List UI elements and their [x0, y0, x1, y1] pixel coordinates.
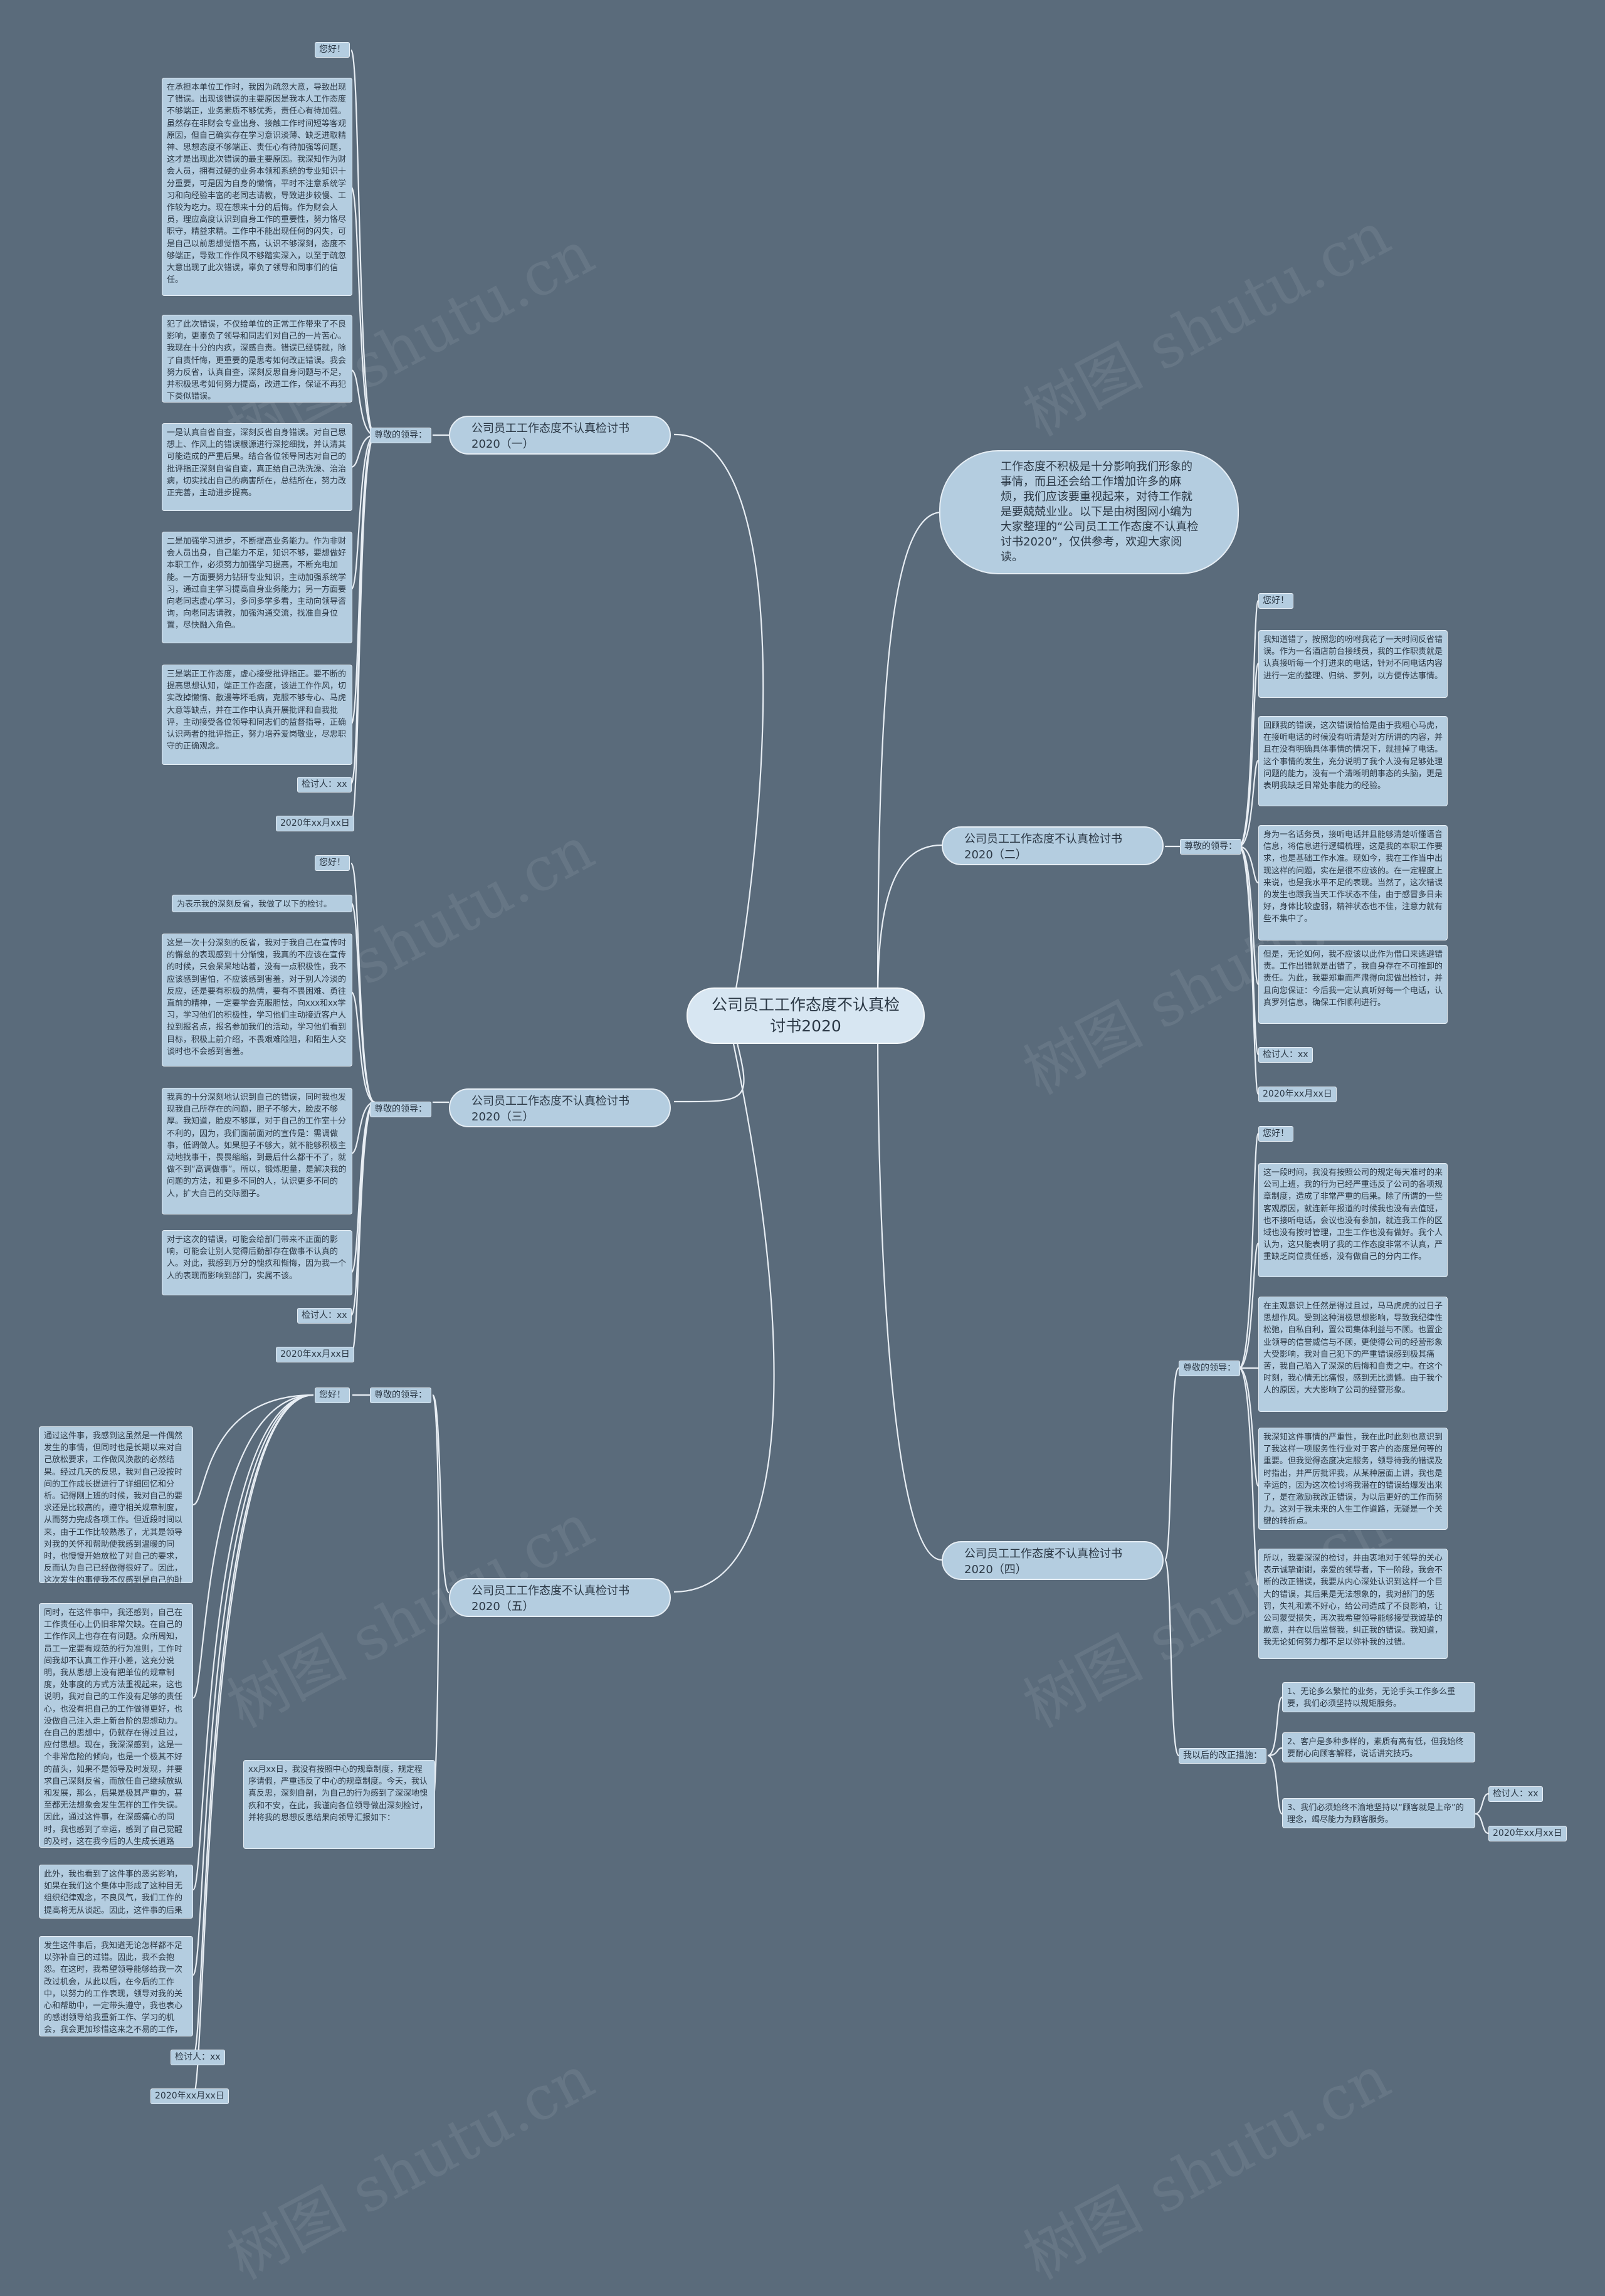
- signature-label[interactable]: 检讨人：xx: [171, 2050, 225, 2065]
- hello-label[interactable]: 您好！: [315, 1388, 350, 1403]
- date-label[interactable]: 2020年xx月xx日: [1488, 1826, 1567, 1841]
- signature-label[interactable]: 检讨人：xx: [297, 1308, 352, 1324]
- date-label[interactable]: 2020年xx月xx日: [150, 2088, 229, 2104]
- paragraph[interactable]: 发生这件事后，我知道无论怎样都不足以弥补自己的过错。因此，我不会抱怨。在这时，我…: [39, 1936, 193, 2036]
- hello-label[interactable]: 您好！: [1258, 593, 1293, 609]
- paragraph[interactable]: xx月xx日，我没有按照中心的规章制度，规定程序请假，严重违反了中心的规章制度。…: [243, 1760, 435, 1849]
- date-label[interactable]: 2020年xx月xx日: [276, 816, 354, 831]
- date-label[interactable]: 2020年xx月xx日: [276, 1347, 354, 1362]
- paragraph[interactable]: 三是端正工作态度，虚心接受批评指正。要不断的提高思想认知，端正工作态度，该进工作…: [162, 665, 352, 765]
- hello-label[interactable]: 您好！: [315, 42, 350, 58]
- paragraph[interactable]: 我深知这件事情的严重性，我在此时此刻也意识到了我这样一项服务性行业对于客户的态度…: [1258, 1428, 1448, 1530]
- greeting-label[interactable]: 尊敬的领导：: [370, 428, 431, 443]
- paragraph[interactable]: 这是一次十分深刻的反省，我对于我自己在宣传时的懈怠的表现感到十分惭愧，我真的不应…: [162, 934, 352, 1066]
- paragraph[interactable]: 在主观意识上任然是得过且过，马马虎虎的过日子思想作风。受到这种消极思想影响，导致…: [1258, 1297, 1448, 1412]
- paragraph[interactable]: 在承担本单位工作时，我因为疏忽大意，导致出现了错误。出现该错误的主要原因是我本人…: [162, 78, 352, 296]
- paragraph[interactable]: 一是认真自省自查，深刻反省自身错误。对自己思想上、作风上的错误根源进行深挖细找，…: [162, 423, 352, 511]
- paragraph[interactable]: 我真的十分深刻地认识到自己的错误，同时我也发现我自己所存在的问题，胆子不够大，脸…: [162, 1088, 352, 1214]
- paragraph[interactable]: 通过这件事，我感到这虽然是一件偶然发生的事情，但同时也是长期以来对自己放松要求，…: [39, 1426, 193, 1583]
- paragraph[interactable]: 这一段时间，我没有按照公司的规定每天准时的来公司上班，我的行为已经严重违反了公司…: [1258, 1163, 1448, 1277]
- greeting-label[interactable]: 尊敬的领导：: [370, 1102, 431, 1117]
- root-topic[interactable]: 公司员工工作态度不认真检讨书2020: [687, 987, 925, 1044]
- measures-label[interactable]: 我以后的改正措施：: [1179, 1748, 1266, 1764]
- paragraph[interactable]: 身为一名话务员，接听电话并且能够清楚听懂语音信息，将信息进行逻辑梳理，这是我的本…: [1258, 825, 1448, 940]
- intro-node[interactable]: 工作态度不积极是十分影响我们形象的事情，而且还会给工作增加许多的麻烦，我们应该要…: [939, 450, 1239, 574]
- measure-item[interactable]: 1、无论多么繁忙的业务，无论手头工作多么重要，我们必须坚持以规矩服务。: [1282, 1682, 1475, 1712]
- signature-label[interactable]: 检讨人：xx: [1258, 1047, 1313, 1063]
- paragraph[interactable]: 对于这次的错误，可能会给部门带来不正面的影响，可能会让别人觉得后勤部存在做事不认…: [162, 1230, 352, 1295]
- greeting-label[interactable]: 尊敬的领导：: [1179, 1361, 1240, 1376]
- topic-2[interactable]: 公司员工工作态度不认真检讨书2020（二）: [942, 826, 1164, 865]
- hello-label[interactable]: 您好！: [315, 855, 350, 871]
- paragraph[interactable]: 同时，在这件事中，我还感到，自己在工作责任心上仍旧非常欠缺。在自己的工作作风上也…: [39, 1603, 193, 1848]
- greeting-label[interactable]: 尊敬的领导：: [370, 1388, 431, 1403]
- paragraph[interactable]: 所以，我要深深的检讨，并由衷地对于领导的关心表示诚挚谢谢，亲爱的领导者，下一阶段…: [1258, 1549, 1448, 1659]
- connector-lines: [192, 49, 1489, 2097]
- paragraph[interactable]: 我知道错了，按照您的吩咐我花了一天时间反省错误。作为一名酒店前台接线员，我的工作…: [1258, 630, 1448, 698]
- measure-item[interactable]: 3、我们必须始终不渝地坚持以“顾客就是上帝”的理念，竭尽能力为顾客服务。: [1282, 1798, 1475, 1828]
- date-label[interactable]: 2020年xx月xx日: [1258, 1087, 1337, 1102]
- topic-3[interactable]: 公司员工工作态度不认真检讨书2020（三）: [449, 1088, 671, 1127]
- topic-4[interactable]: 公司员工工作态度不认真检讨书2020（四）: [942, 1541, 1164, 1580]
- paragraph[interactable]: 二是加强学习进步，不断提高业务能力。作为非财会人员出身，自己能力不足，知识不够，…: [162, 532, 352, 643]
- measure-item[interactable]: 2、客户是多种多样的，素质有高有低，但我始终要耐心向顾客解释，说话讲究技巧。: [1282, 1732, 1475, 1762]
- paragraph[interactable]: 但是，无论如何，我不应该以此作为借口来逃避错责。工作出错就是出错了，我自身存在不…: [1258, 945, 1448, 1024]
- paragraph[interactable]: 犯了此次错误，不仅给单位的正常工作带来了不良影响，更辜负了领导和同志们对自己的一…: [162, 315, 352, 403]
- hello-label[interactable]: 您好！: [1258, 1126, 1293, 1142]
- topic-5[interactable]: 公司员工工作态度不认真检讨书2020（五）: [449, 1578, 671, 1617]
- greeting-label[interactable]: 尊敬的领导：: [1180, 839, 1241, 855]
- paragraph[interactable]: 此外，我也看到了这件事的恶劣影响，如果在我们这个集体中形成了这种目无组织纪律观念…: [39, 1865, 193, 1919]
- paragraph[interactable]: 回顾我的错误，这次错误恰恰是由于我粗心马虎，在接听电话的时候没有听清楚对方所讲的…: [1258, 716, 1448, 806]
- topic-1[interactable]: 公司员工工作态度不认真检讨书2020（一）: [449, 416, 671, 455]
- signature-label[interactable]: 检讨人：xx: [297, 777, 352, 793]
- signature-label[interactable]: 检讨人：xx: [1488, 1786, 1543, 1802]
- paragraph[interactable]: 为表示我的深刻反省，我做了以下的检讨。: [172, 895, 352, 912]
